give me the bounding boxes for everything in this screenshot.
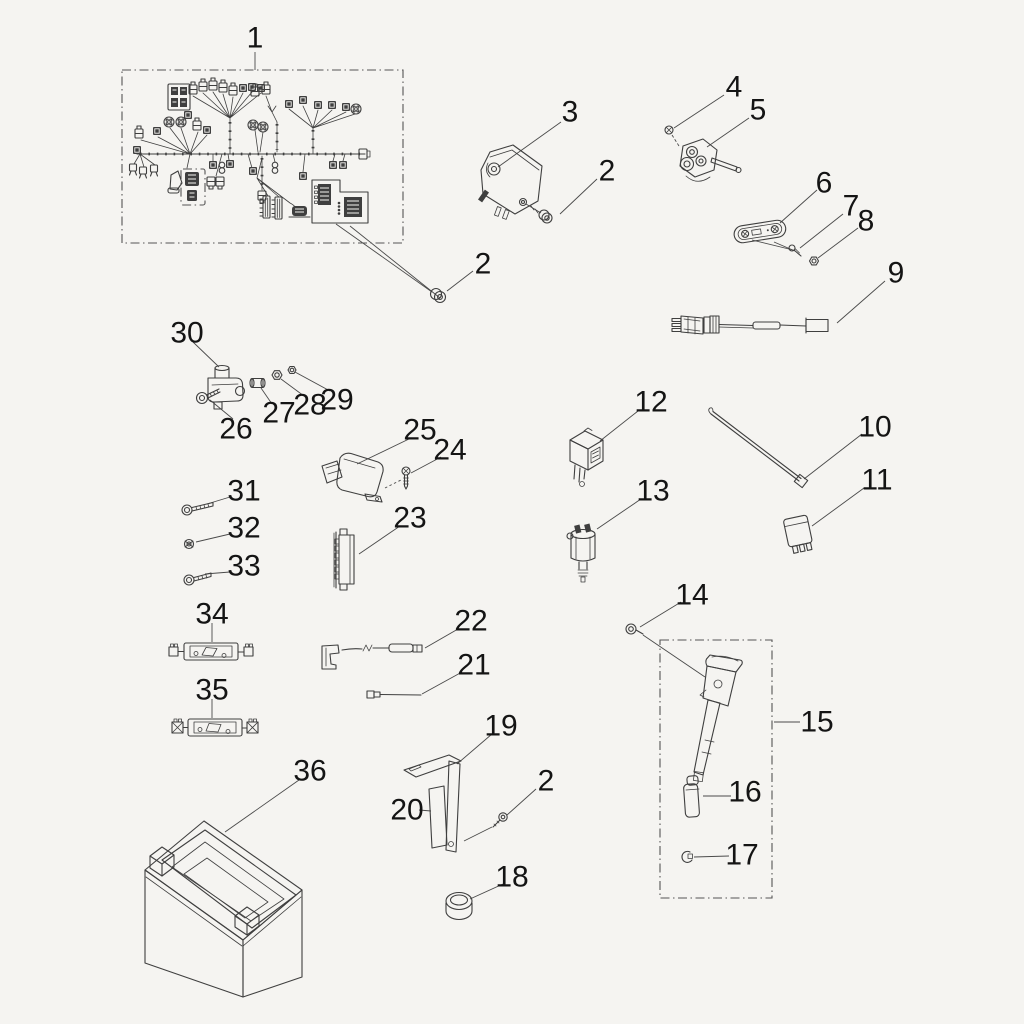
callout-7: 7 — [843, 190, 860, 223]
callout-9: 9 — [888, 257, 905, 290]
callout-28: 28 — [293, 389, 326, 422]
part-3-control-unit — [478, 144, 543, 220]
part-10-cable-tie — [708, 407, 809, 489]
part-8-nut — [808, 256, 820, 266]
callout-30: 30 — [170, 317, 203, 350]
part-32-nut — [183, 538, 195, 550]
part-12-flasher-relay — [569, 427, 604, 487]
callout-12: 12 — [634, 386, 667, 419]
part-2-screw-a — [429, 287, 447, 304]
callout-25: 25 — [403, 414, 436, 447]
part-23-fuse-block — [333, 528, 355, 591]
part-33-bolt — [183, 572, 212, 586]
part-34-fuse-holder — [168, 642, 254, 661]
callout-15: 15 — [800, 706, 833, 739]
part-15-coil-box — [659, 639, 773, 899]
part-35-fuse-holder — [171, 718, 259, 737]
callout-36: 36 — [293, 755, 326, 788]
part-11-relay — [783, 514, 813, 554]
part-1-wiring-harness — [121, 69, 404, 244]
callout-3: 3 — [562, 96, 579, 129]
callout-27: 27 — [262, 397, 295, 430]
part-20-pad — [428, 785, 448, 849]
part-27-spacer — [249, 377, 266, 389]
callout-26: 26 — [219, 413, 252, 446]
callout-14: 14 — [675, 579, 708, 612]
part-28-nut — [271, 370, 283, 380]
harness-boundary-box — [121, 69, 404, 244]
callout-21: 21 — [457, 649, 490, 682]
callout-5: 5 — [750, 94, 767, 127]
callout-35: 35 — [195, 674, 228, 707]
part-5-switch — [679, 138, 742, 182]
callout-32: 32 — [227, 512, 260, 545]
part-13-sensor — [566, 523, 596, 583]
leader-lines — [192, 52, 886, 900]
callout-19: 19 — [484, 710, 517, 743]
part-26-bolt — [195, 388, 221, 405]
callout-11: 11 — [861, 464, 892, 497]
callout-20: 20 — [390, 794, 423, 827]
part-36-battery — [144, 820, 303, 998]
callout-33: 33 — [227, 550, 260, 583]
callout-13: 13 — [636, 475, 669, 508]
callout-23: 23 — [393, 502, 426, 535]
callout-17: 17 — [725, 839, 758, 872]
callout-29: 29 — [320, 384, 353, 417]
part-30-valve — [207, 364, 246, 410]
ignition-coil — [692, 654, 743, 783]
callout-8: 8 — [858, 205, 875, 238]
callout-6: 6 — [816, 167, 833, 200]
part-31-bolt — [181, 501, 214, 516]
part-4-screw — [664, 125, 674, 135]
part-18-grommet — [445, 891, 473, 921]
harness-fuse-inset — [311, 179, 369, 224]
callout-22: 22 — [454, 605, 487, 638]
part-25-starter-relay — [321, 452, 384, 503]
part-19-bracket — [403, 754, 462, 853]
part-24-screw — [401, 466, 411, 490]
callout-34: 34 — [195, 598, 228, 631]
part-6-plate — [733, 219, 787, 244]
part-17-clip — [681, 850, 693, 863]
part-2-screw-c — [492, 812, 508, 828]
harness-connector-block — [167, 83, 191, 111]
callout-10: 10 — [858, 411, 891, 444]
callout-4: 4 — [726, 71, 743, 104]
callout-2: 2 — [475, 248, 492, 281]
part-22-wire-lead — [321, 643, 423, 670]
callout-2: 2 — [538, 765, 555, 798]
part-9-cable — [671, 315, 829, 335]
part-14-screw — [625, 623, 644, 635]
part-29-nut — [287, 365, 297, 375]
part-7-screw — [788, 244, 802, 257]
callout-18: 18 — [495, 861, 528, 894]
part-2-screw-b — [530, 205, 553, 224]
callout-31: 31 — [227, 475, 260, 508]
callout-16: 16 — [728, 776, 761, 809]
callout-2: 2 — [599, 155, 616, 188]
callout-1: 1 — [247, 22, 264, 55]
part-21-wire — [366, 690, 422, 699]
callout-24: 24 — [433, 434, 466, 467]
part-16-plug-cap — [683, 775, 700, 818]
